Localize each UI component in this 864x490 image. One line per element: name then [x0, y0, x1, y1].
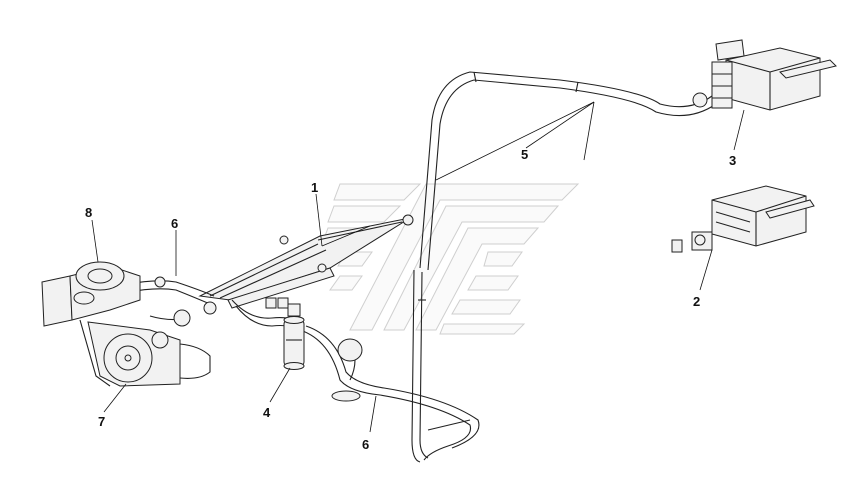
- callout-8: 8: [85, 205, 92, 220]
- callout-4: 4: [263, 405, 271, 420]
- hose-6-upper: [109, 276, 301, 331]
- callout-3: 3: [729, 153, 736, 168]
- callout-labels: 1 2 3 4 5 6 6 7 8: [85, 147, 736, 452]
- hose-6-lower: [299, 325, 480, 461]
- receiver-drier: [265, 297, 363, 370]
- evaporator-3: [692, 39, 837, 111]
- callout-1: 1: [311, 180, 318, 195]
- callout-6-upper: 6: [171, 216, 178, 231]
- callout-6-lower: 6: [362, 437, 369, 452]
- callout-7: 7: [98, 414, 105, 429]
- condenser: [198, 214, 414, 309]
- callout-5: 5: [521, 147, 528, 162]
- evaporator-2: [671, 185, 815, 253]
- watermark-logo: [321, 183, 580, 335]
- callout-2: 2: [693, 294, 700, 309]
- leader-lines: [91, 101, 745, 433]
- compressor-assembly: [41, 261, 211, 387]
